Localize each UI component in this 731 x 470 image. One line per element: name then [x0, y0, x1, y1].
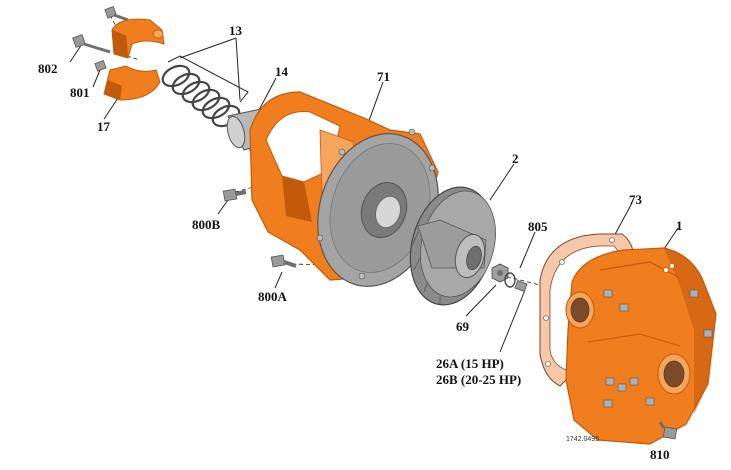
- leader-14: [257, 77, 277, 113]
- callout-800a: 800A: [258, 289, 287, 304]
- leader-lines: [69, 37, 679, 439]
- callout-801: 801: [70, 85, 90, 100]
- pump-casing-1: [565, 247, 717, 445]
- leader-801: [92, 69, 101, 88]
- leader-802: [69, 43, 83, 63]
- callout-810: 810: [650, 447, 670, 462]
- leader-13b: [235, 37, 241, 101]
- leader-800b: [217, 199, 229, 215]
- motor-adapter-71: [249, 91, 439, 287]
- callout-14: 14: [275, 64, 288, 79]
- callout-71: 71: [377, 69, 390, 84]
- bolt-800a: [270, 254, 297, 268]
- nut-801: [94, 60, 107, 72]
- callout-800b: 800B: [192, 217, 221, 232]
- callout-2: 2: [512, 151, 519, 166]
- callout-69: 69: [456, 319, 469, 334]
- leader-800a: [274, 271, 283, 289]
- callout-13: 13: [229, 23, 242, 38]
- callout-26a: 26A (15 HP): [436, 356, 504, 371]
- leader-69: [465, 284, 497, 317]
- bracket-13: [167, 55, 249, 103]
- callout-805: 805: [528, 219, 548, 234]
- top-bolt: [104, 6, 129, 22]
- callout-26b: 26B (20-25 HP): [436, 372, 522, 387]
- bolt-800b: [222, 188, 247, 202]
- washer-805: [504, 272, 528, 292]
- callout-73: 73: [629, 192, 642, 207]
- drawing-number: 1742.0495: [566, 436, 600, 443]
- leader-13a: [179, 37, 237, 59]
- shaft-clamp-17: [103, 18, 165, 101]
- impeller-nut-69: [491, 263, 509, 283]
- leader-805: [519, 231, 536, 269]
- leader-2: [489, 163, 515, 201]
- callout-1: 1: [676, 218, 683, 233]
- spring-set-13: [161, 64, 241, 128]
- bolt-802: [72, 34, 111, 54]
- callout-802: 802: [38, 61, 58, 76]
- leader-17: [103, 97, 119, 120]
- plug-810: [658, 421, 678, 440]
- leader-26: [499, 289, 526, 353]
- callout-17: 17: [97, 119, 110, 134]
- impeller-2: [409, 186, 496, 306]
